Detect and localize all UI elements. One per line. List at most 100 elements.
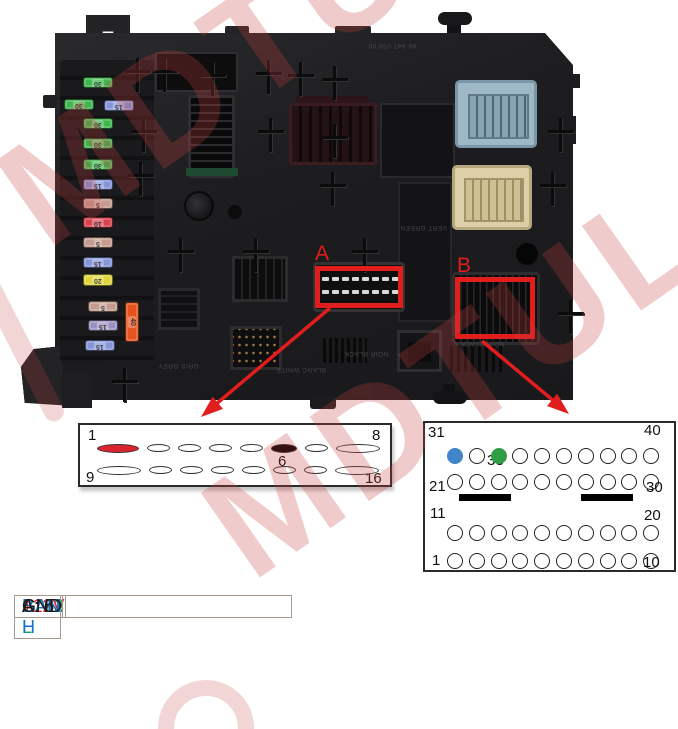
- module-round-hole: [516, 243, 538, 265]
- fuse: 15: [104, 100, 134, 111]
- connector-a-pin: [332, 290, 339, 294]
- molded-cross: [256, 60, 282, 94]
- marker-b-label: B: [457, 254, 472, 277]
- diagram-b-pin-33: [490, 448, 507, 464]
- molded-cross: [128, 162, 154, 196]
- molded-cross: [322, 124, 348, 158]
- molded-cross: [131, 118, 157, 152]
- fuse: 15: [85, 340, 115, 351]
- connector-a-pin: [352, 277, 359, 281]
- molded-text: NOIR BLACK: [344, 350, 389, 357]
- connector-a-pin: [362, 290, 369, 294]
- fuse: 30: [83, 118, 113, 129]
- diagram-b-pin-3: [490, 553, 507, 569]
- molded-cross: [112, 368, 138, 402]
- diagram-b-pin-8: [599, 553, 616, 569]
- diagram-b-pin-16: [556, 525, 572, 541]
- diagram-b-row-label-left: 1: [432, 552, 441, 569]
- connector-a-pin: [392, 290, 399, 294]
- diagram-b-pin-11: [447, 525, 463, 541]
- diagram-b-row-label-right: 10: [643, 554, 660, 571]
- diagram-b-pin-19: [621, 525, 638, 541]
- blue-connector-socket: [455, 80, 537, 148]
- molded-cross: [258, 118, 284, 152]
- fuse: 15: [83, 257, 113, 268]
- module-panel: [380, 103, 455, 178]
- diagram-b-pin-17: [577, 525, 594, 541]
- molded-cross: [320, 172, 346, 206]
- connector-a-pin: [322, 277, 329, 281]
- molded-cross: [540, 172, 566, 206]
- diagram-b-pin-24: [512, 474, 529, 490]
- molded-cross: [288, 62, 314, 96]
- molded-text: VERT GREEN: [400, 224, 448, 231]
- fuse: 30: [83, 77, 113, 88]
- diagram-a-label-6: 6: [278, 453, 287, 470]
- connector-a-pin: [352, 290, 359, 294]
- diagram-a-pin-5: [240, 444, 263, 452]
- molded-cross: [548, 118, 574, 152]
- diagram-b-pin-23: [490, 474, 507, 490]
- diagram-a-pin-15: [304, 466, 327, 474]
- connector-a-pin: [372, 277, 379, 281]
- diagram-b-pin-36: [556, 448, 572, 464]
- molded-text: BLANC WHITE: [276, 366, 326, 373]
- diagram-b-pin-26: [556, 474, 572, 490]
- diagram-a-pin-9: [97, 466, 141, 475]
- connector-b-body: [452, 272, 540, 345]
- signal-table: A: 1 +12V B: 33 CAN L B: 31 CAN H A: 6 G…: [14, 595, 423, 708]
- connector-a-pin: [322, 290, 329, 294]
- molded-cross: [200, 62, 226, 96]
- diagram-b-pin-27: [577, 474, 594, 490]
- molded-cross: [558, 300, 584, 334]
- diagram-a-pin-14: [273, 466, 296, 474]
- diagram-a-pin-2: [147, 444, 170, 452]
- small-square-connector: [158, 288, 200, 330]
- module-top-tab: [335, 26, 371, 35]
- diagram-b-pin-25: [534, 474, 551, 490]
- diagram-b-pin-31: [447, 448, 463, 464]
- connector-a-pin: [392, 277, 399, 281]
- diagram-b-pin-12: [468, 525, 485, 541]
- connector-a-pin: [342, 277, 349, 281]
- diagram-a-pin-13: [242, 466, 265, 474]
- diagram-a-pin-4: [209, 444, 232, 452]
- blue-connector-inner: [468, 94, 529, 139]
- molded-text: NOIR BLACK: [460, 340, 505, 347]
- diagram-a-pin-7: [305, 444, 328, 452]
- diagram-b-pin-4: [512, 553, 529, 569]
- module-top-tab: [225, 26, 249, 35]
- fuse: 5: [88, 301, 118, 312]
- molded-text: GRIS GREY: [158, 362, 199, 369]
- diagram-a-pin-11: [180, 466, 203, 474]
- diagram-a-pin-rows: [80, 425, 394, 489]
- diagram-b-pin-13: [490, 525, 507, 541]
- diagram-b-pin-39: [621, 448, 638, 464]
- diagram-b-pin-18: [599, 525, 616, 541]
- diagram-b-pin-34: [512, 448, 529, 464]
- diagram-b-row-label-right: 20: [644, 507, 661, 524]
- module-left-tab: [43, 95, 57, 108]
- bottom-small-connector: [397, 330, 442, 372]
- diagram-a-pin-1: [97, 444, 139, 453]
- round-cap: [184, 191, 214, 221]
- diagram-b-pin-21: [447, 474, 463, 490]
- fuse: 20: [83, 274, 113, 286]
- diagram-b-row-label-left: 21: [429, 478, 446, 495]
- module-panel: [398, 182, 452, 322]
- module-top-stud-cap: [438, 12, 472, 25]
- diagram-b-pin-14: [512, 525, 529, 541]
- diagram-b-row-label-right: 40: [644, 422, 661, 439]
- diagram-b-pin-28: [599, 474, 616, 490]
- molded-cross: [322, 66, 348, 100]
- bottom-small-connector-inner: [408, 342, 431, 362]
- marker-a-label: A: [315, 242, 330, 265]
- beige-connector-socket: [452, 165, 532, 230]
- diagram-b-pin-6: [556, 553, 572, 569]
- beige-connector-inner: [464, 178, 524, 222]
- diagram-b-pin-40: [643, 448, 660, 464]
- connector-b-highlight: [455, 277, 535, 339]
